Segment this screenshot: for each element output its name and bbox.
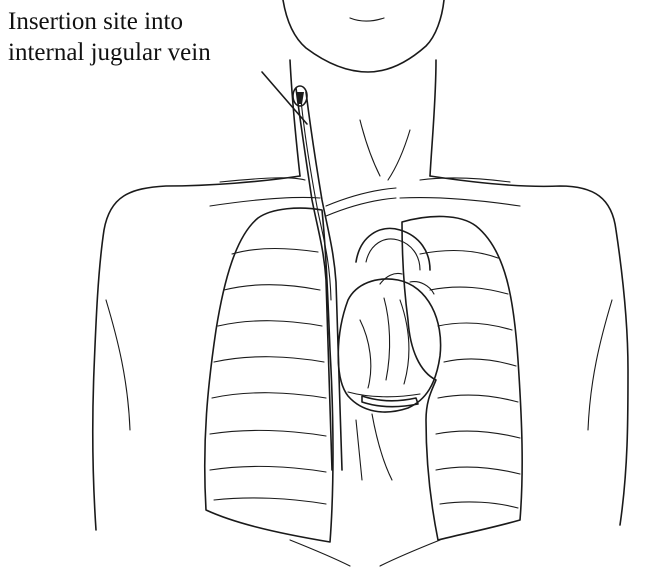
jugular-vein-and-catheter [293,86,430,470]
right-lung-outline [205,208,333,542]
insertion-site-label-line-1: Insertion site into [8,6,211,37]
head-outline [283,0,444,72]
sternum-outline [290,414,440,566]
neck-outline [290,60,436,180]
insertion-site-label-line-2: internal jugular vein [8,37,211,68]
heart-outline [338,273,440,412]
insertion-site-label: Insertion site into internal jugular vei… [8,6,211,68]
torso-outline [93,176,628,530]
